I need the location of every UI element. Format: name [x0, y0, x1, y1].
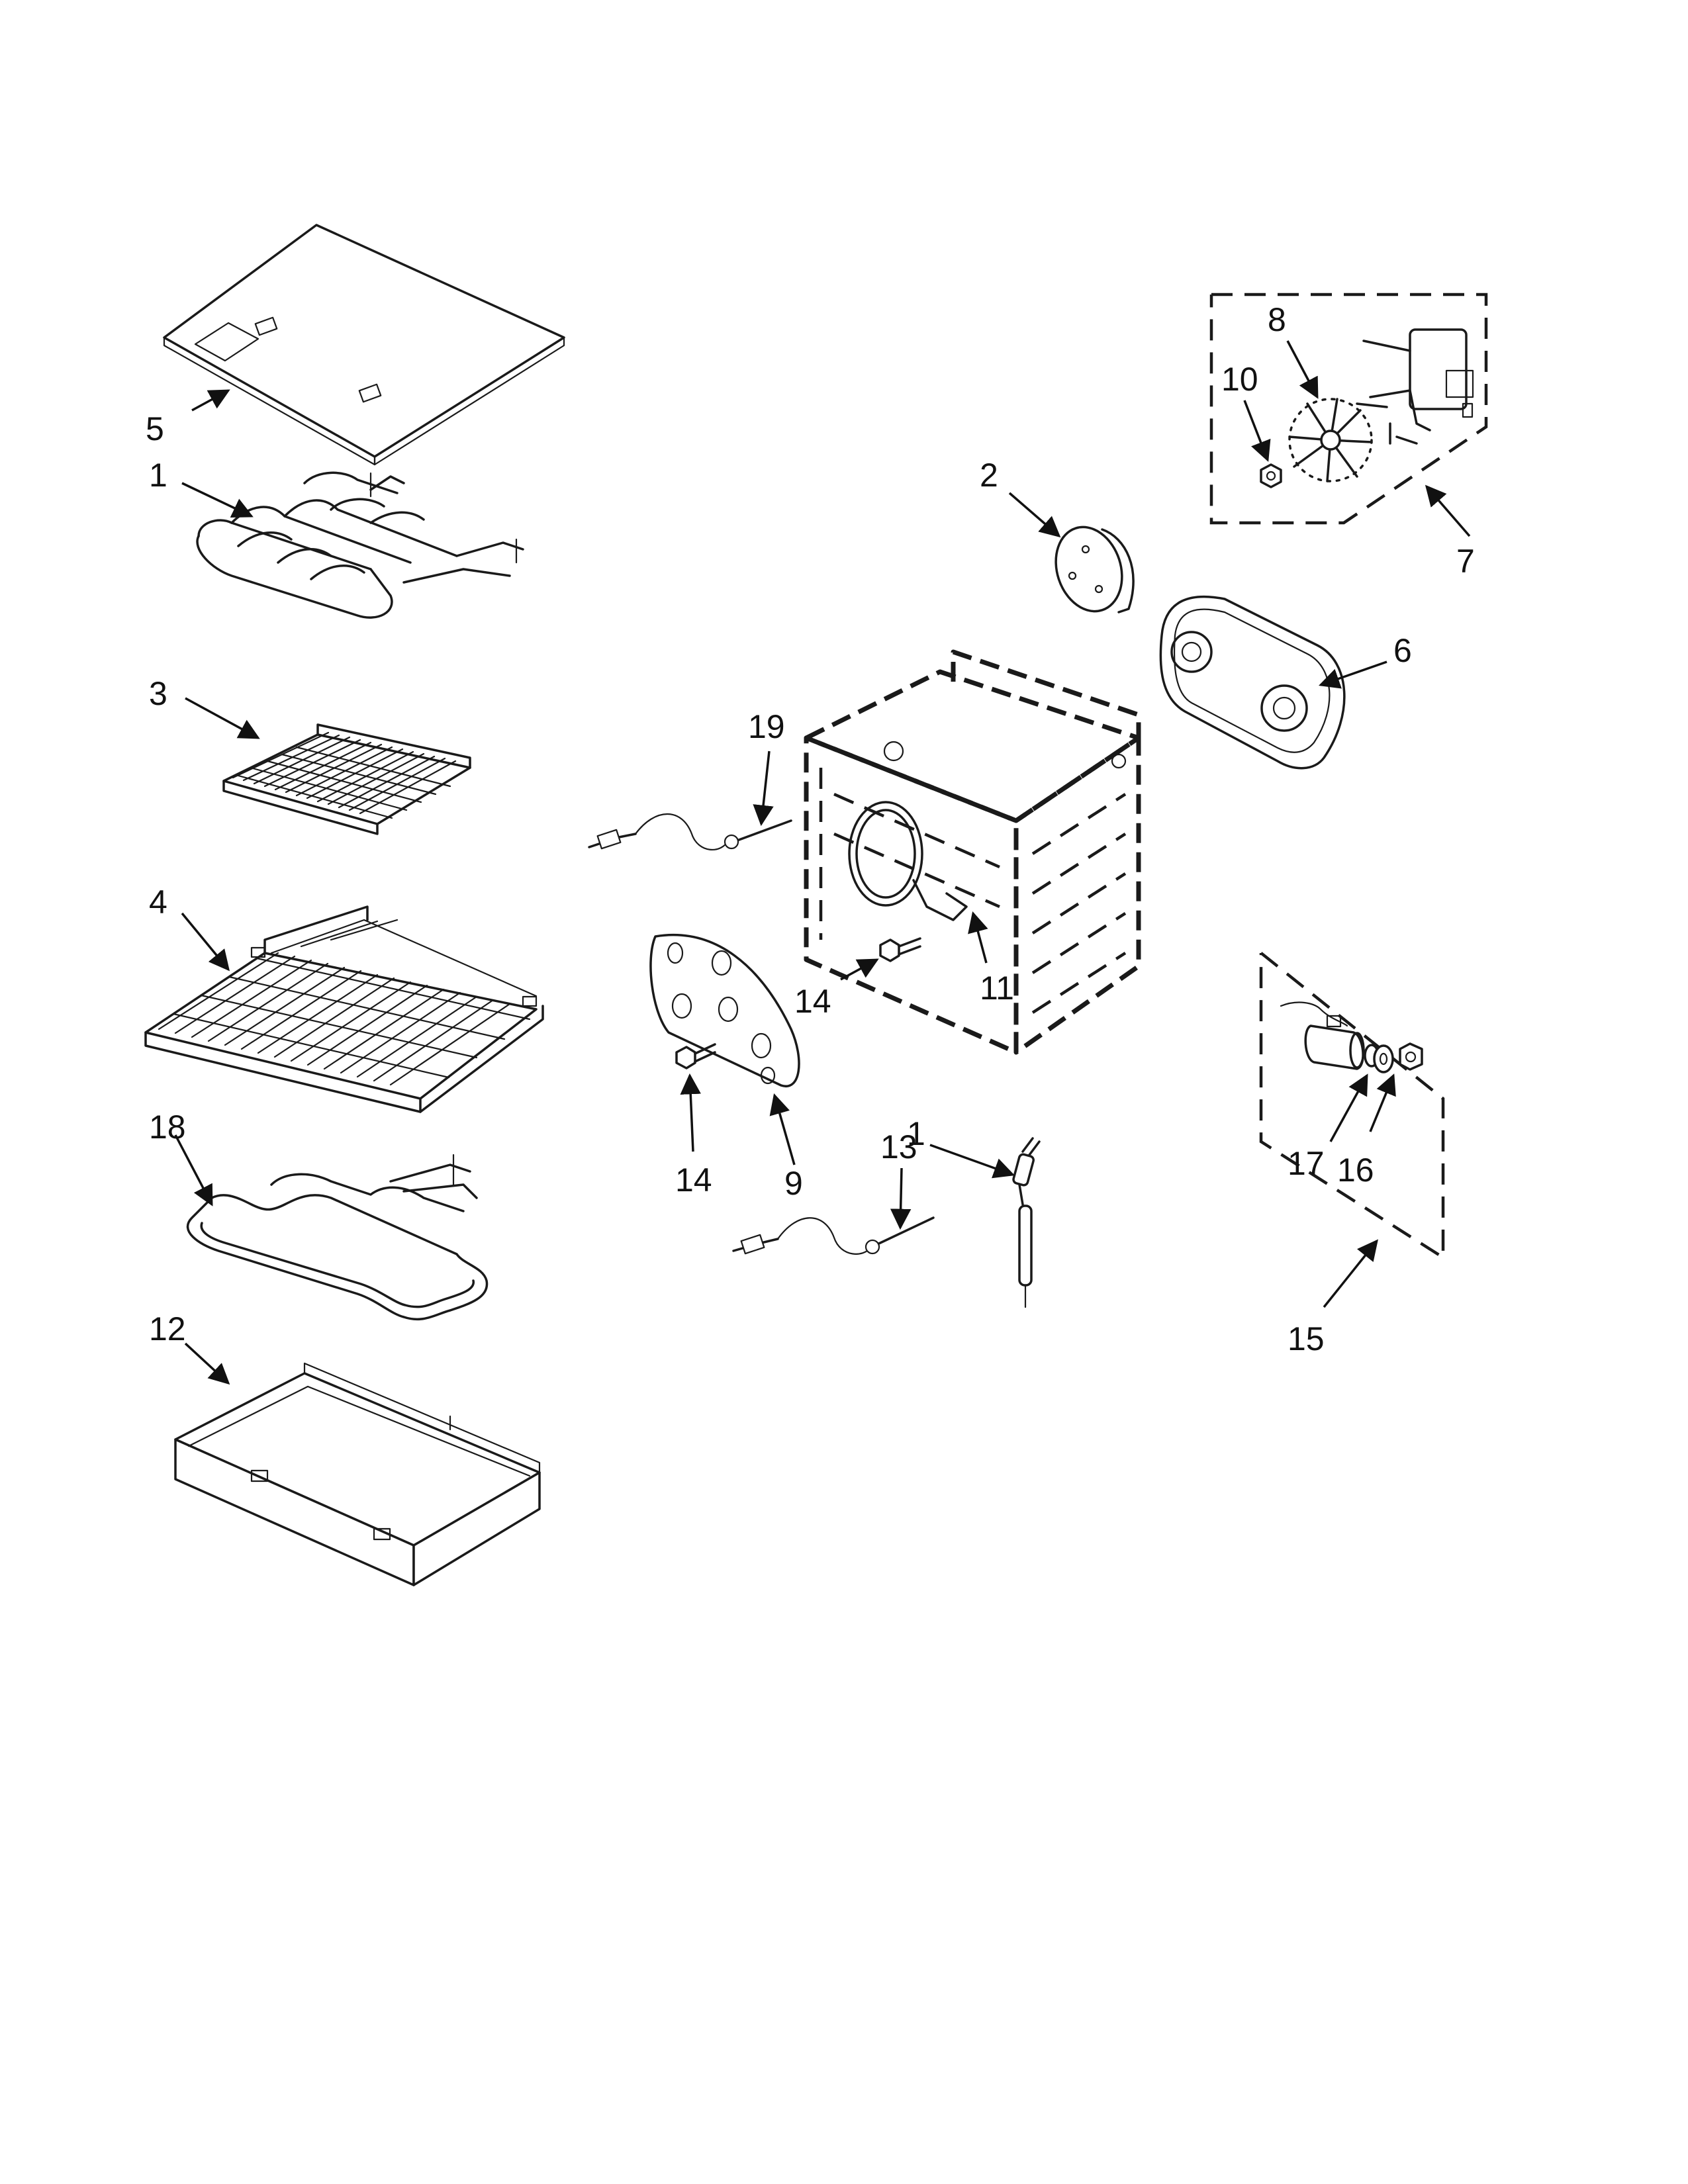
- callout-4: 4: [149, 884, 167, 921]
- arrow-14a: [840, 958, 879, 981]
- arrow-11: [968, 911, 988, 964]
- callout-16: 16: [1337, 1152, 1374, 1189]
- arrow-14b: [680, 1073, 701, 1152]
- oven-cavity: [804, 649, 1141, 1055]
- callout-arrows: [174, 340, 1471, 1385]
- part-6-fan-cover: [1159, 595, 1346, 770]
- part-18-broil-element: [186, 1154, 489, 1321]
- arrow-19: [753, 751, 774, 827]
- arrow-1: [181, 482, 254, 518]
- arrow-16: [1369, 1073, 1396, 1132]
- arrow-17: [1329, 1073, 1368, 1142]
- callout-17: 17: [1288, 1145, 1325, 1182]
- callout-1: 1: [149, 457, 167, 494]
- arrow-7: [1425, 484, 1471, 537]
- part-12-bottom-tray: [174, 1362, 541, 1586]
- part-5-top-panel: [163, 224, 565, 466]
- arrow-13: [890, 1167, 912, 1230]
- callout-11: 11: [980, 970, 1014, 1007]
- callout-19: 19: [748, 708, 785, 745]
- callout-9: 9: [784, 1165, 803, 1202]
- arrow-2: [1008, 492, 1061, 538]
- callout-10: 10: [1221, 361, 1258, 398]
- part-16-washer-nut: [1373, 1042, 1423, 1073]
- part-11-convection-element: [848, 801, 968, 921]
- part-13-probe: [732, 1216, 935, 1255]
- assembly-7-fan-motor: [1209, 293, 1488, 525]
- arrow-10: [1243, 400, 1271, 462]
- arrow-18: [174, 1134, 213, 1206]
- part-1-bake-element: [196, 471, 524, 619]
- callout-5: 5: [146, 410, 164, 447]
- callout-2: 2: [980, 457, 998, 494]
- part-19-probe: [588, 813, 792, 850]
- arrow-9: [769, 1093, 796, 1165]
- part-10-nut: [1260, 463, 1282, 488]
- arrow-1b: [929, 1144, 1015, 1179]
- part-3-oven-rack: [222, 723, 471, 835]
- arrow-5: [191, 389, 230, 412]
- part-1-temperature-sensor: [1012, 1137, 1041, 1308]
- arrow-3: [185, 697, 260, 739]
- callout-1-lower: 1: [907, 1115, 925, 1152]
- part-4-rack-with-slides: [144, 905, 544, 1113]
- part-9-rear-plate: [649, 934, 800, 1088]
- callout-8: 8: [1268, 301, 1286, 338]
- callout-3: 3: [149, 675, 167, 712]
- part-17-motor: [1280, 1001, 1380, 1070]
- motor-unit: [1356, 328, 1474, 445]
- arrow-15: [1323, 1239, 1378, 1308]
- part-14-screw-upper: [879, 937, 921, 962]
- callout-labels: 5 1 3 4 18 12 19 14 11 14 9 13 1 2 6 8 1…: [146, 301, 1475, 1357]
- callout-18: 18: [149, 1109, 186, 1146]
- callout-6: 6: [1393, 632, 1412, 669]
- arrow-12: [184, 1342, 230, 1385]
- callout-7: 7: [1456, 543, 1475, 580]
- callout-12: 12: [149, 1310, 186, 1347]
- part-14-screw-lower: [675, 1043, 716, 1069]
- arrow-6: [1319, 660, 1387, 689]
- part-2-disc: [1055, 525, 1135, 614]
- arrow-4: [181, 912, 230, 972]
- part-8-fan-blade: [1288, 398, 1373, 482]
- callout-15: 15: [1288, 1320, 1325, 1357]
- assembly-15-motor-kit: [1259, 952, 1445, 1261]
- callout-14-lower: 14: [675, 1161, 712, 1199]
- arrow-8: [1286, 340, 1319, 399]
- callout-14-upper: 14: [794, 983, 831, 1020]
- callout-13: 13: [880, 1128, 917, 1165]
